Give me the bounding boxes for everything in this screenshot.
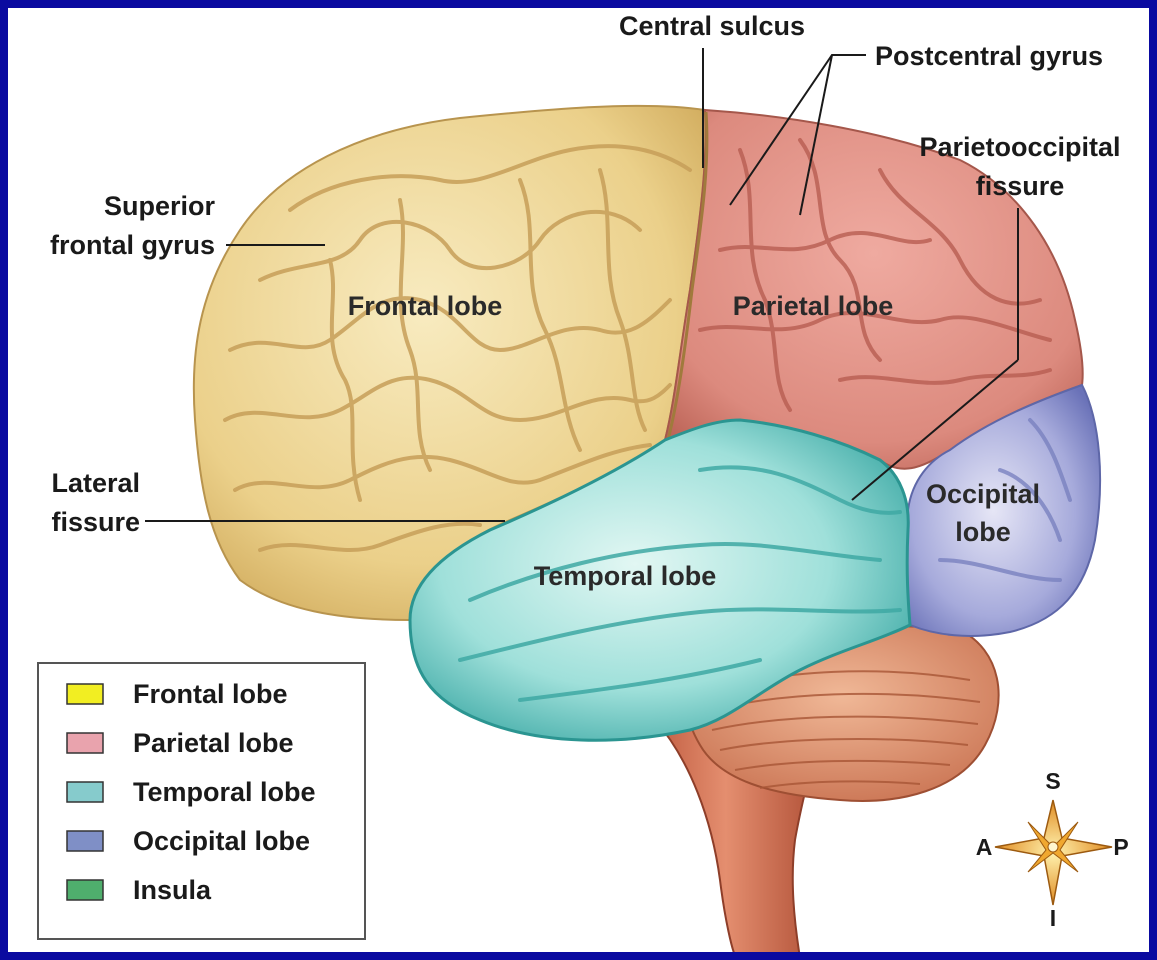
compass-anterior-label: A — [976, 834, 993, 860]
compass-inferior-label: I — [1050, 905, 1056, 931]
occipital-lobe-label-2: lobe — [955, 517, 1011, 547]
legend-swatch — [67, 782, 103, 802]
orientation-compass: S I A P — [976, 768, 1129, 931]
legend-swatch — [67, 684, 103, 704]
superior-frontal-gyrus-label-2: frontal gyrus — [50, 230, 215, 260]
figure-frame: Central sulcus Postcentral gyrus Parieto… — [8, 8, 1149, 952]
postcentral-gyrus-label: Postcentral gyrus — [875, 41, 1103, 71]
lateral-fissure-label-1: Lateral — [51, 468, 140, 498]
brain-diagram: Central sulcus Postcentral gyrus Parieto… — [8, 8, 1149, 952]
central-sulcus-label: Central sulcus — [619, 11, 805, 41]
compass-center — [1048, 842, 1058, 852]
frontal-lobe-label: Frontal lobe — [348, 291, 503, 321]
legend-item-label: Parietal lobe — [133, 728, 294, 758]
temporal-lobe-label: Temporal lobe — [534, 561, 717, 591]
lateral-fissure-label-2: fissure — [51, 507, 140, 537]
legend-swatch — [67, 733, 103, 753]
parietooccipital-fissure-label-2: fissure — [976, 171, 1065, 201]
compass-superior-label: S — [1045, 768, 1060, 794]
compass-posterior-label: P — [1113, 834, 1128, 860]
legend-swatch — [67, 880, 103, 900]
parietooccipital-fissure-label-1: Parietooccipital — [919, 132, 1120, 162]
parietal-lobe-label: Parietal lobe — [733, 291, 894, 321]
superior-frontal-gyrus-label-1: Superior — [104, 191, 216, 221]
occipital-lobe-label-1: Occipital — [926, 479, 1040, 509]
legend-swatch — [67, 831, 103, 851]
legend-item-label: Insula — [133, 875, 212, 905]
legend-item-label: Frontal lobe — [133, 679, 288, 709]
legend-item-label: Occipital lobe — [133, 826, 310, 856]
legend-item-label: Temporal lobe — [133, 777, 316, 807]
